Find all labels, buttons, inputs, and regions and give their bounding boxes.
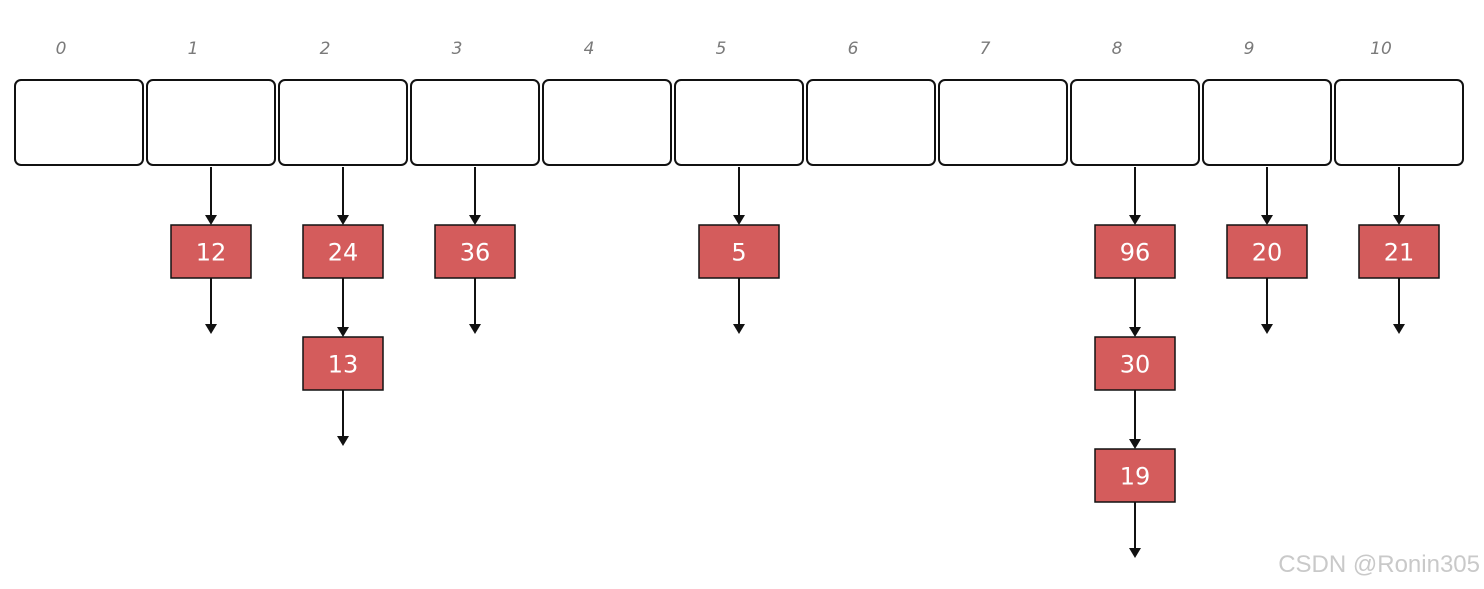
next-pointer-arrow (1129, 278, 1141, 337)
bucket-index-label: 3 (452, 39, 463, 59)
bucket-pointer-arrow (205, 167, 217, 225)
bucket-pointer-arrow (1261, 167, 1273, 225)
arrow-head (337, 327, 349, 337)
arrow-head (1261, 215, 1273, 225)
chain-node: 36 (434, 224, 516, 279)
node-value: 21 (1384, 239, 1415, 267)
bucket-pointer-arrow (1129, 167, 1141, 225)
node-value: 30 (1120, 351, 1151, 379)
arrow-head (1129, 439, 1141, 449)
arrow-head (1129, 215, 1141, 225)
arrow-head (733, 324, 745, 334)
bucket-cell (410, 79, 540, 166)
bucket-index-label: 7 (980, 39, 991, 59)
chain-node: 13 (302, 336, 384, 391)
bucket-cell (278, 79, 408, 166)
node-value: 96 (1120, 239, 1151, 267)
node-value: 12 (196, 239, 227, 267)
node-value: 36 (460, 239, 491, 267)
null-pointer-arrow (733, 278, 745, 334)
chain-node: 5 (698, 224, 780, 279)
node-box (1094, 224, 1176, 279)
bucket-cell (806, 79, 936, 166)
arrow-head (1129, 548, 1141, 558)
bucket-cell (1070, 79, 1200, 166)
node-box (1094, 336, 1176, 391)
bucket-index-label: 4 (584, 39, 595, 59)
arrow-head (1261, 324, 1273, 334)
arrow-head (733, 215, 745, 225)
bucket-pointer-arrow (337, 167, 349, 225)
bucket-index-label: 2 (320, 39, 331, 59)
null-pointer-arrow (1261, 278, 1273, 334)
arrow-head (205, 215, 217, 225)
null-pointer-arrow (205, 278, 217, 334)
bucket-pointer-arrow (733, 167, 745, 225)
next-pointer-arrow (337, 278, 349, 337)
node-value: 13 (328, 351, 359, 379)
arrow-head (469, 324, 481, 334)
arrow-head (1129, 327, 1141, 337)
null-pointer-arrow (337, 390, 349, 446)
bucket-pointer-arrow (1393, 167, 1405, 225)
next-pointer-arrow (1129, 390, 1141, 449)
bucket-cell (14, 79, 144, 166)
chain-node: 24 (302, 224, 384, 279)
node-value: 5 (731, 239, 746, 267)
node-box (698, 224, 780, 279)
chain-node: 21 (1358, 224, 1440, 279)
bucket-index-label: 1 (188, 39, 199, 59)
bucket-cell (542, 79, 672, 166)
bucket-cell (146, 79, 276, 166)
bucket-index-label: 6 (848, 39, 859, 59)
chain-node: 20 (1226, 224, 1308, 279)
bucket-pointer-arrow (469, 167, 481, 225)
bucket-cell (1334, 79, 1464, 166)
node-box (1226, 224, 1308, 279)
chain-node: 96 (1094, 224, 1176, 279)
chain-node: 19 (1094, 448, 1176, 503)
chain-node: 12 (170, 224, 252, 279)
arrow-head (205, 324, 217, 334)
node-value: 20 (1252, 239, 1283, 267)
arrow-head (469, 215, 481, 225)
node-value: 24 (328, 239, 359, 267)
watermark-text: CSDN @Ronin305 (1278, 551, 1480, 578)
chain-node: 30 (1094, 336, 1176, 391)
node-box (1094, 448, 1176, 503)
arrow-head (1393, 215, 1405, 225)
arrow-head (337, 215, 349, 225)
bucket-index-label: 9 (1244, 39, 1255, 59)
node-value: 19 (1120, 463, 1151, 491)
bucket-index-label: 0 (56, 39, 67, 59)
arrow-head (1393, 324, 1405, 334)
null-pointer-arrow (1393, 278, 1405, 334)
node-box (302, 224, 384, 279)
null-pointer-arrow (1129, 502, 1141, 558)
bucket-cell (938, 79, 1068, 166)
bucket-cell (674, 79, 804, 166)
bucket-cell (1202, 79, 1332, 166)
null-pointer-arrow (469, 278, 481, 334)
node-box (302, 336, 384, 391)
bucket-index-label: 10 (1370, 39, 1392, 59)
bucket-index-label: 8 (1112, 39, 1123, 59)
bucket-index-label: 5 (716, 39, 727, 59)
node-box (1358, 224, 1440, 279)
arrow-head (337, 436, 349, 446)
